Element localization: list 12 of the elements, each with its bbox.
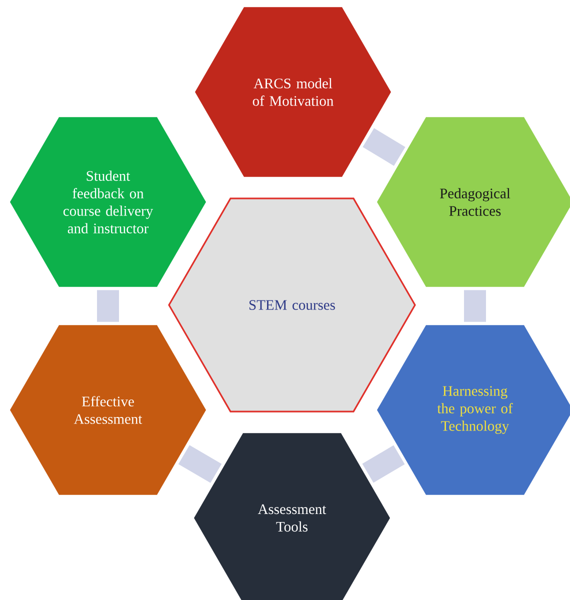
connector-band [97, 290, 119, 322]
hexagon: ARCS model of Motivation [195, 7, 391, 177]
hexagon: Harnessing the power of Technology [377, 325, 570, 495]
hexagon: STEM courses [168, 198, 416, 412]
connector-band [362, 128, 406, 166]
hexagon: Pedagogical Practices [377, 117, 570, 287]
hexagon: Assessment Tools [194, 433, 390, 600]
connector-band [464, 290, 486, 322]
hexagon: Student feedback on course delivery and instructor [10, 117, 206, 287]
connector-band [362, 445, 405, 483]
connector-band [178, 445, 222, 483]
hexagon: Effective Assessment [10, 325, 206, 495]
